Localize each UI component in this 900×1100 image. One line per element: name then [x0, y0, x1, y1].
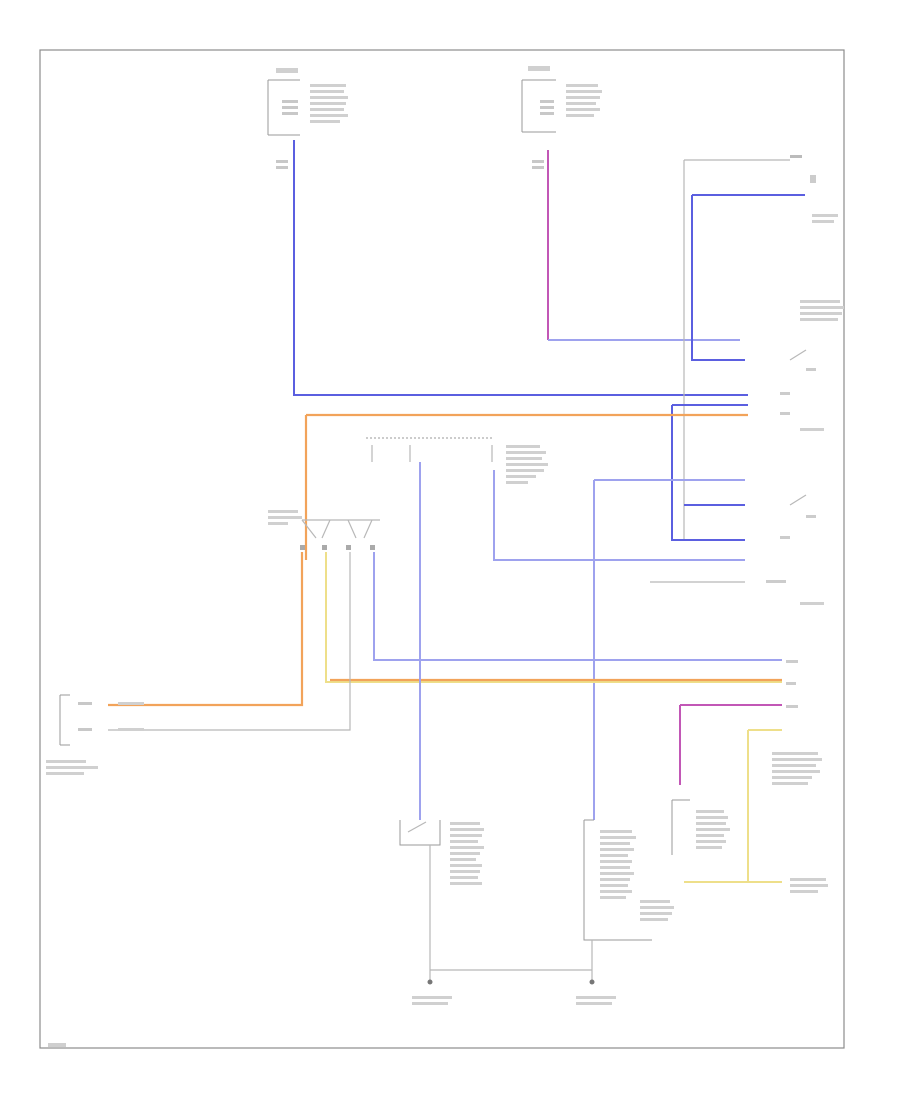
wire-lightblue-right — [373, 552, 782, 661]
wire-yellow-right — [325, 552, 782, 683]
fuse-box-left — [267, 68, 348, 169]
relay-right-lower — [766, 494, 824, 605]
relay-right-mid — [780, 300, 844, 431]
footer-code — [48, 1043, 66, 1047]
relay-right-top — [790, 155, 838, 223]
connector-block — [300, 519, 380, 550]
right-lower-component — [640, 752, 828, 921]
ground-left-icon — [412, 979, 452, 1005]
wire-gray-left — [108, 552, 351, 731]
connector-right — [786, 660, 798, 708]
switch-left — [399, 820, 484, 885]
wire-blue-main — [293, 140, 748, 396]
sensor-middle — [583, 819, 652, 941]
wire-blue-right-vertical — [691, 195, 745, 361]
wire-blue-loop — [671, 405, 745, 541]
fuse-box-right — [521, 66, 602, 169]
left-component — [46, 694, 144, 775]
diagram-frame — [39, 49, 845, 1049]
connector-label-block — [268, 445, 548, 525]
wire-orange-left — [108, 552, 304, 707]
wire-lightblue-connector — [493, 470, 745, 561]
ground-right-icon — [576, 979, 616, 1005]
